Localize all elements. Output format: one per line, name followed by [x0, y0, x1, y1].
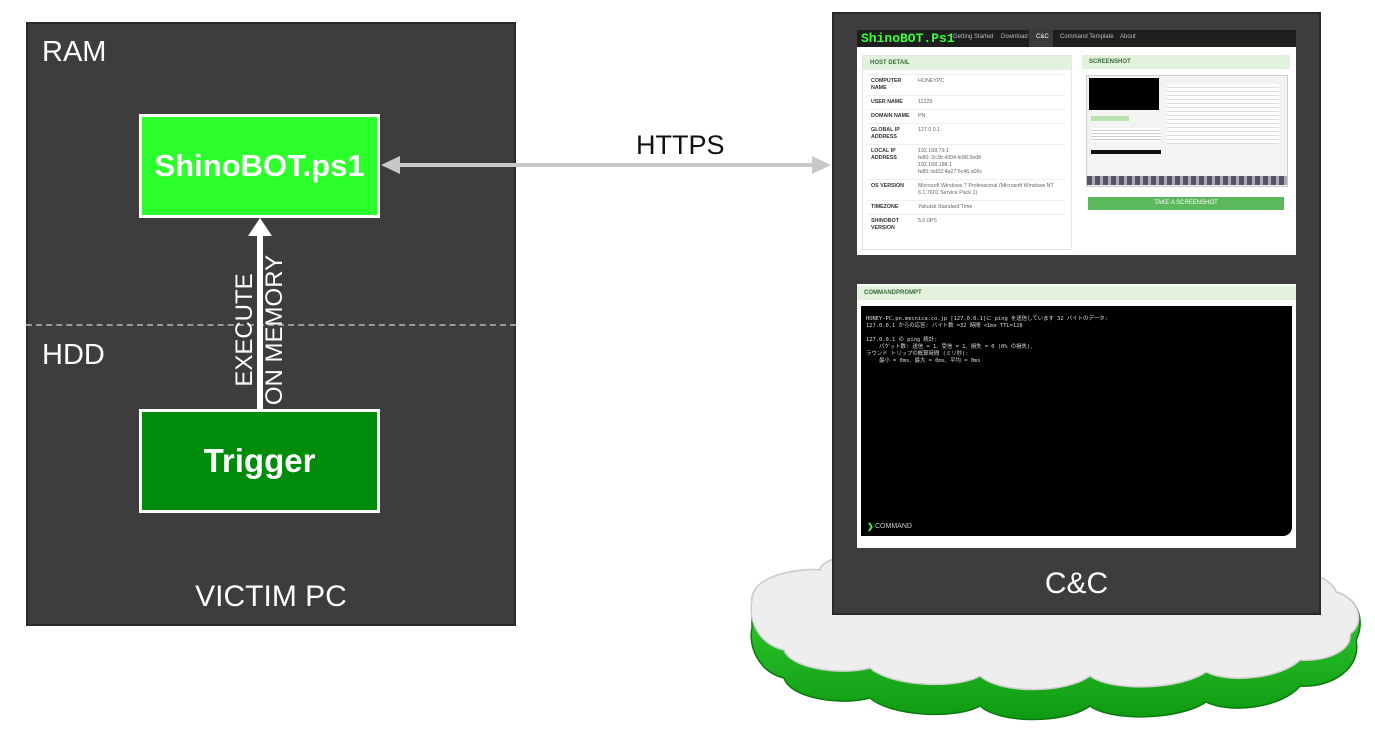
host-detail-key: SHINOBOT	[871, 218, 899, 224]
cc-command-ui: COMMANDPROMPT HONEY-PC.pn.mecnica.co.jp …	[857, 284, 1296, 548]
execute-label-wrap: EXECUTE ON MEMORY	[160, 255, 360, 405]
row-separator	[867, 200, 1065, 201]
nav-about[interactable]: About	[1120, 34, 1136, 40]
thumb-table	[1167, 84, 1279, 144]
host-detail-value: Yakutsk Standard Time	[918, 204, 973, 210]
terminal-line: ラウンド トリップの概算時間 (ミリ秒):	[866, 351, 969, 357]
execute-line-2: ON MEMORY	[260, 254, 288, 406]
commandprompt-title: COMMANDPROMPT	[857, 286, 1296, 300]
row-separator	[867, 74, 1065, 75]
host-detail-value: 5.0.0PS	[918, 218, 937, 224]
terminal-line: 127.0.0.1 からの応答: バイト数 =32 時間 <1ms TTL=12…	[866, 323, 1023, 329]
host-detail-key: DOMAIN NAME	[871, 113, 910, 119]
host-detail-value: HONEYPC	[918, 78, 945, 84]
host-detail-value: fe80::3c3b:4394:fe98:3ed8	[918, 155, 982, 161]
trigger-node: Trigger	[139, 409, 380, 513]
row-separator	[867, 214, 1065, 215]
host-detail-key: ADDRESS	[871, 155, 897, 161]
row-separator	[867, 179, 1065, 180]
row-separator	[867, 123, 1065, 124]
terminal-output: HONEY-PC.pn.mecnica.co.jp [127.0.0.1]に p…	[866, 314, 1108, 364]
thumb-rows	[1091, 128, 1161, 142]
ram-hdd-divider	[26, 324, 516, 326]
nav-getting-started[interactable]: Getting Started	[953, 34, 994, 40]
cc-caption: C&C	[1044, 567, 1109, 600]
host-detail-row: TIMEZONE Yakutsk Standard Time	[863, 200, 1071, 214]
nav-active-bg	[1029, 30, 1053, 47]
cc-web-ui: ShinoBOT.Ps1 Getting Started Download C&…	[857, 30, 1296, 255]
host-detail-key: NAME	[871, 85, 887, 91]
victim-caption: VICTIM PC	[195, 580, 347, 613]
host-detail-row: OS VERSION Microsoft Windows 7 Profession…	[863, 179, 1071, 200]
command-terminal: HONEY-PC.pn.mecnica.co.jp [127.0.0.1]に p…	[861, 306, 1292, 536]
thumb-taskbar	[1087, 176, 1287, 185]
host-detail-value: PN	[918, 113, 926, 119]
screenshot-panel: SCREENSHOT TAKE A SCREENSHOT	[1082, 55, 1290, 215]
row-separator	[867, 144, 1065, 145]
row-separator	[867, 95, 1065, 96]
screenshot-title: SCREENSHOT	[1082, 55, 1290, 69]
terminal-line	[866, 328, 1108, 335]
https-arrow	[381, 156, 831, 174]
host-detail-title: HOST DETAIL	[863, 56, 1071, 70]
host-detail-value: 127.0.0.1	[918, 127, 941, 133]
host-detail-value: 6.1.7601 Service Pack 1)	[918, 190, 978, 196]
host-detail-key: GLOBAL IP	[871, 127, 900, 133]
host-detail-key: TIMEZONE	[871, 204, 899, 210]
thumb-dark-window	[1089, 78, 1159, 110]
hdd-label: HDD	[42, 339, 105, 371]
screenshot-thumbnail[interactable]	[1086, 75, 1288, 187]
execute-line-1: EXECUTE	[230, 273, 258, 387]
host-detail-key: VERSION	[871, 225, 895, 231]
https-label: HTTPS	[636, 130, 725, 160]
thumb-green-bar	[1091, 116, 1129, 121]
command-input[interactable]: COMMAND	[875, 523, 912, 530]
row-separator	[867, 109, 1065, 110]
terminal-line: HONEY-PC.pn.mecnica.co.jp [127.0.0.1]に p…	[866, 316, 1108, 322]
terminal-line: 127.0.0.1 の ping 統計:	[866, 337, 938, 343]
host-detail-value: Microsoft Windows 7 Professional (Micros…	[918, 183, 1054, 189]
host-detail-key: ADDRESS	[871, 134, 897, 140]
host-detail-key: COMPUTER	[871, 78, 902, 84]
execute-label: EXECUTE ON MEMORY	[230, 255, 290, 405]
nav-cc[interactable]: C&C	[1036, 34, 1049, 40]
host-detail-value: 192.168.79.1	[918, 148, 949, 154]
take-screenshot-button[interactable]: TAKE A SCREENSHOT	[1088, 197, 1284, 210]
host-detail-value: 192.168.188.1	[918, 162, 952, 168]
prompt-chevron-icon: ❯	[867, 522, 874, 531]
nav-command-template[interactable]: Command Template	[1060, 34, 1114, 40]
cc-brand-logo: ShinoBOT.Ps1	[861, 31, 955, 46]
execute-arrow	[248, 218, 272, 412]
shinobot-node: ShinoBOT.ps1	[139, 114, 380, 218]
host-detail-value: 11229	[918, 99, 933, 105]
ram-label: RAM	[42, 36, 107, 68]
host-detail-key: LOCAL IP	[871, 148, 896, 154]
terminal-line: パケット数: 送信 = 1、受信 = 1、損失 = 0 (0% の損失)、	[866, 344, 1036, 350]
thumb-cmd-bar	[1091, 150, 1161, 154]
nav-download[interactable]: Download	[1001, 34, 1028, 40]
host-detail-key: USER NAME	[871, 99, 903, 105]
host-detail-row: USER NAME 11229	[863, 95, 1071, 109]
cc-navbar: ShinoBOT.Ps1 Getting Started Download C&…	[857, 30, 1296, 47]
host-detail-key: OS VERSION	[871, 183, 904, 189]
host-detail-row: DOMAIN NAME PN	[863, 109, 1071, 123]
terminal-line: 最小 = 0ms、最大 = 0ms、平均 = 0ms	[866, 358, 981, 364]
host-detail-value: fe80::bd32:4a27:6c46:a06c	[918, 169, 983, 175]
